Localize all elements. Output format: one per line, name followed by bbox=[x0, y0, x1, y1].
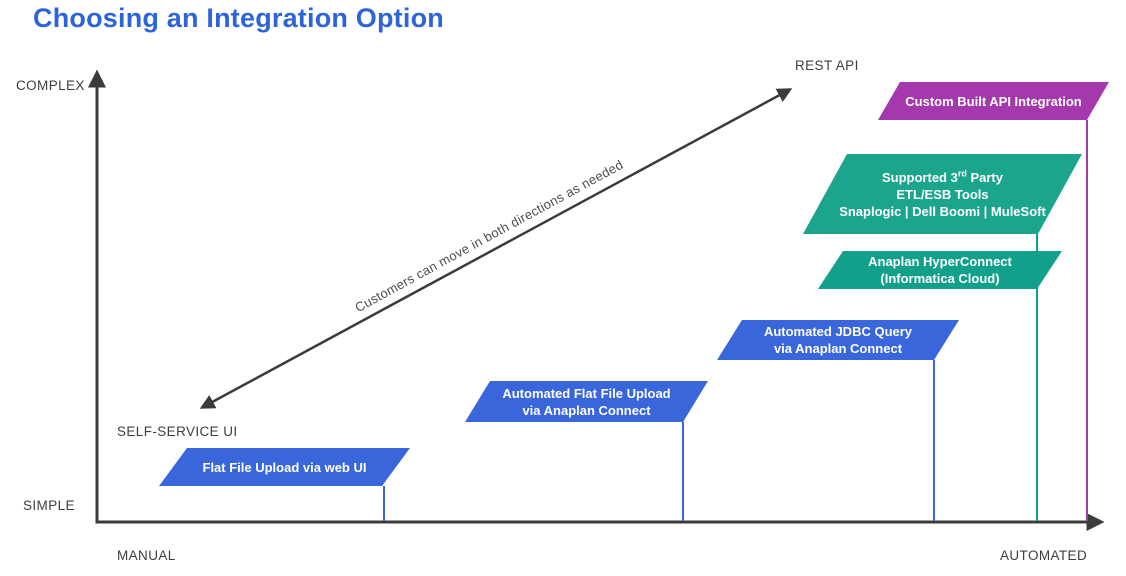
option-line: via Anaplan Connect bbox=[773, 341, 903, 356]
move-both-directions-arrow bbox=[199, 88, 793, 409]
option-line: Custom Built API Integration bbox=[905, 93, 1082, 109]
option-line: Automated Flat File Upload bbox=[502, 385, 671, 401]
y-axis-bottom-label: SIMPLE bbox=[23, 498, 75, 513]
option-line: Snaplogic | Dell Boomi | MuleSoft bbox=[839, 203, 1046, 219]
page-title: Choosing an Integration Option bbox=[33, 3, 444, 33]
option-flat-file-web-ui: Flat File Upload via web UI bbox=[159, 448, 410, 486]
option-automated-jdbc: Automated JDBC Query via Anaplan Connect bbox=[717, 320, 959, 360]
option-line: Flat File Upload via web UI bbox=[202, 459, 367, 475]
x-axis-left-label: MANUAL bbox=[117, 548, 176, 563]
parallelogram-shape bbox=[803, 154, 1082, 234]
option-automated-flat-file: Automated Flat File Upload via Anaplan C… bbox=[465, 381, 708, 422]
arrow-upper-label: REST API bbox=[795, 58, 859, 73]
parallelogram-shape bbox=[465, 381, 708, 422]
parallelogram-shape bbox=[717, 320, 959, 360]
option-line: via Anaplan Connect bbox=[522, 402, 651, 418]
x-axis-right-label: AUTOMATED bbox=[1000, 548, 1088, 563]
option-line: Supported 3rd Party bbox=[882, 168, 1003, 185]
option-line: (Informatica Cloud) bbox=[880, 271, 1000, 286]
parallelogram-shape bbox=[818, 251, 1062, 289]
option-custom-api: Custom Built API Integration bbox=[878, 82, 1109, 120]
option-line: ETL/ESB Tools bbox=[896, 186, 989, 202]
parallelogram-shape bbox=[159, 448, 410, 486]
option-line: Automated JDBC Query bbox=[763, 324, 913, 339]
option-hyperconnect: Anaplan HyperConnect (Informatica Cloud) bbox=[818, 251, 1062, 289]
option-supported-3rd-party: Supported 3rd Party ETL/ESB Tools Snaplo… bbox=[803, 154, 1082, 234]
option-line: Anaplan HyperConnect bbox=[868, 254, 1012, 269]
arrow-lower-label: SELF-SERVICE UI bbox=[117, 424, 238, 439]
y-axis-top-label: COMPLEX bbox=[16, 78, 85, 93]
parallelogram-shape bbox=[878, 82, 1109, 120]
